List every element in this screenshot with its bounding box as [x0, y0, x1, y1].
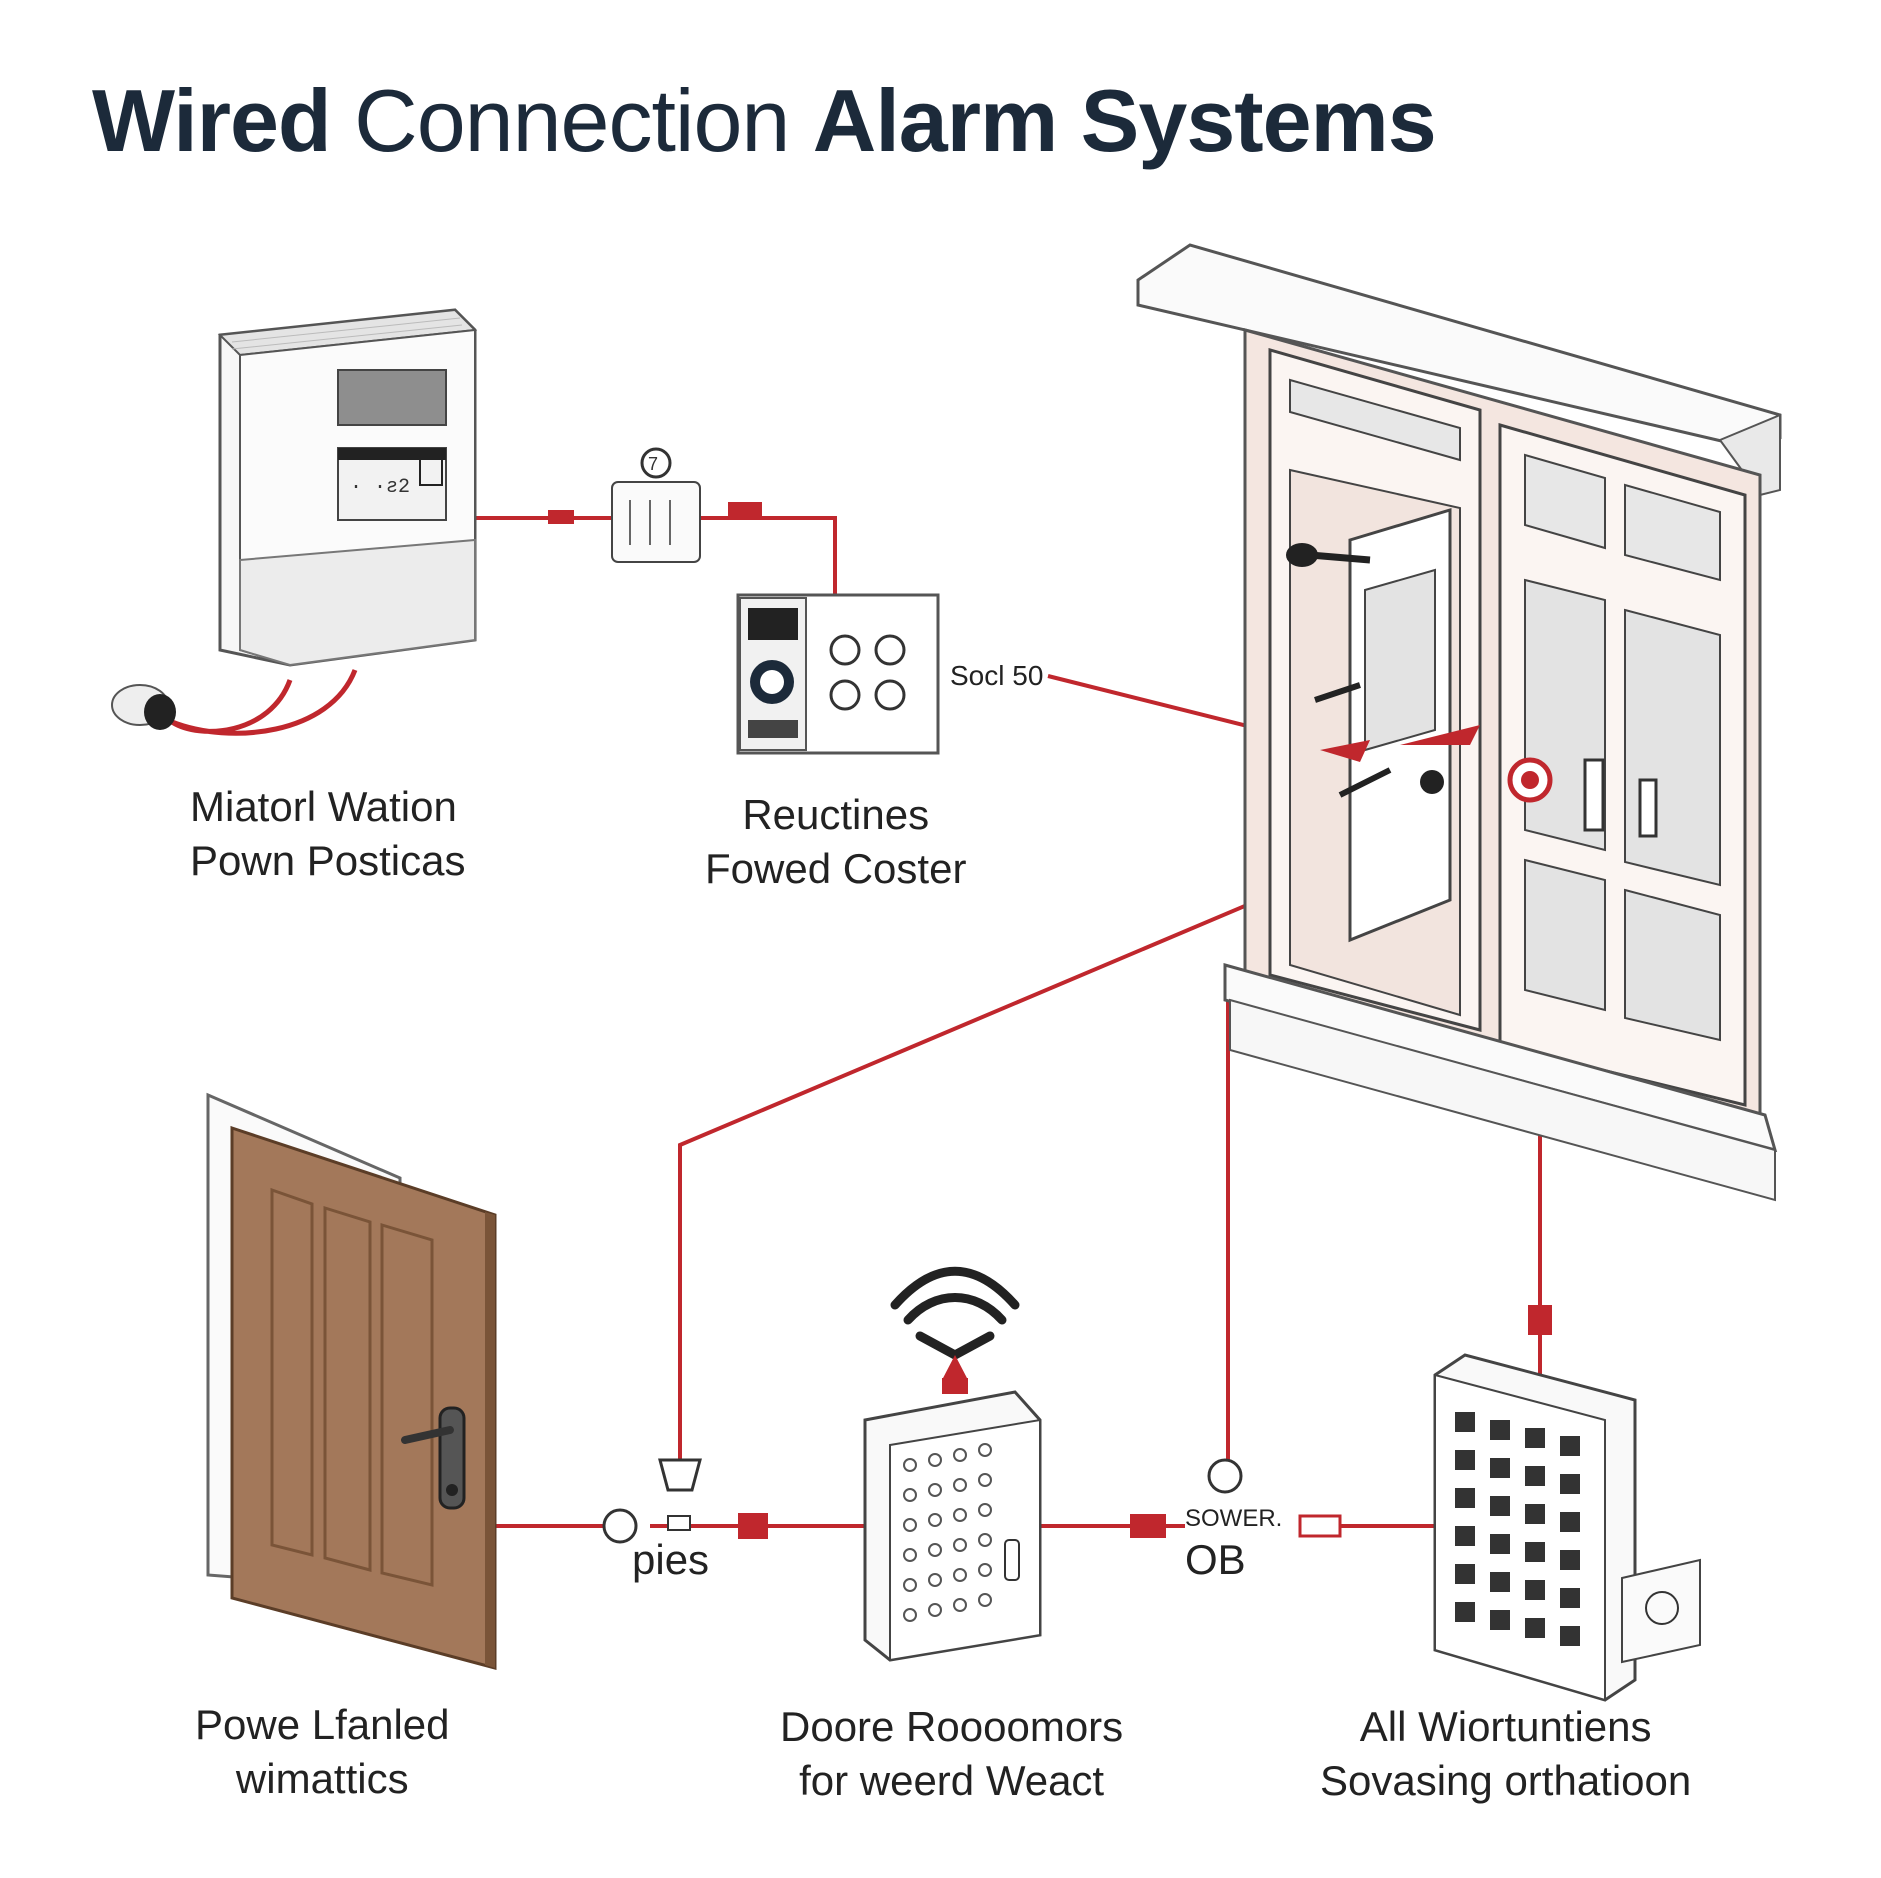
caption-control-panel: Miatorl Wation Pown Posticas	[190, 783, 466, 884]
svg-text:7: 7	[648, 454, 658, 474]
entry-door	[206, 1092, 497, 1670]
title-part-connection: Connection	[354, 71, 790, 170]
caption-keypad: Reuctines Fowed Coster	[705, 791, 967, 892]
bottom-connectors	[602, 1305, 1552, 1544]
window-frame	[1136, 243, 1782, 1202]
wifi-icon	[903, 1293, 1007, 1325]
junction-box: 7	[548, 447, 762, 563]
wire-window-pies	[678, 873, 1319, 1470]
page-title: Wired Connection Alarm Systems	[92, 70, 1437, 172]
connector-icon	[602, 1508, 638, 1544]
label-sensor-50: Socl 50	[950, 660, 1044, 691]
title-part-wired: Wired	[92, 71, 332, 170]
caption-alarm-keypad: All Wiortuntiens Sovasing orthatioon	[1320, 1703, 1692, 1804]
label-sower: SOWER.	[1185, 1505, 1283, 1532]
control-panel: · ·ƨ2	[111, 308, 478, 730]
label-ob: OB	[1185, 1536, 1246, 1583]
label-pies: pies	[632, 1536, 710, 1583]
svg-text:· ·ƨ2: · ·ƨ2	[350, 476, 410, 499]
caption-door: Powe Lfanled wimattics	[195, 1701, 450, 1802]
wall-keypad	[736, 593, 940, 755]
fingerprint-icon	[1645, 1591, 1679, 1625]
terminal-icon	[640, 447, 672, 479]
alarm-keypad	[1433, 1353, 1701, 1702]
title-part-alarm-systems: Alarm Systems	[812, 71, 1437, 170]
wireless-siren	[863, 1266, 1042, 1662]
caption-siren: Doore Roooomors for weerd Weact	[780, 1703, 1124, 1804]
wire-panel-cable	[170, 669, 358, 736]
wire-junction-keypad	[700, 516, 837, 595]
